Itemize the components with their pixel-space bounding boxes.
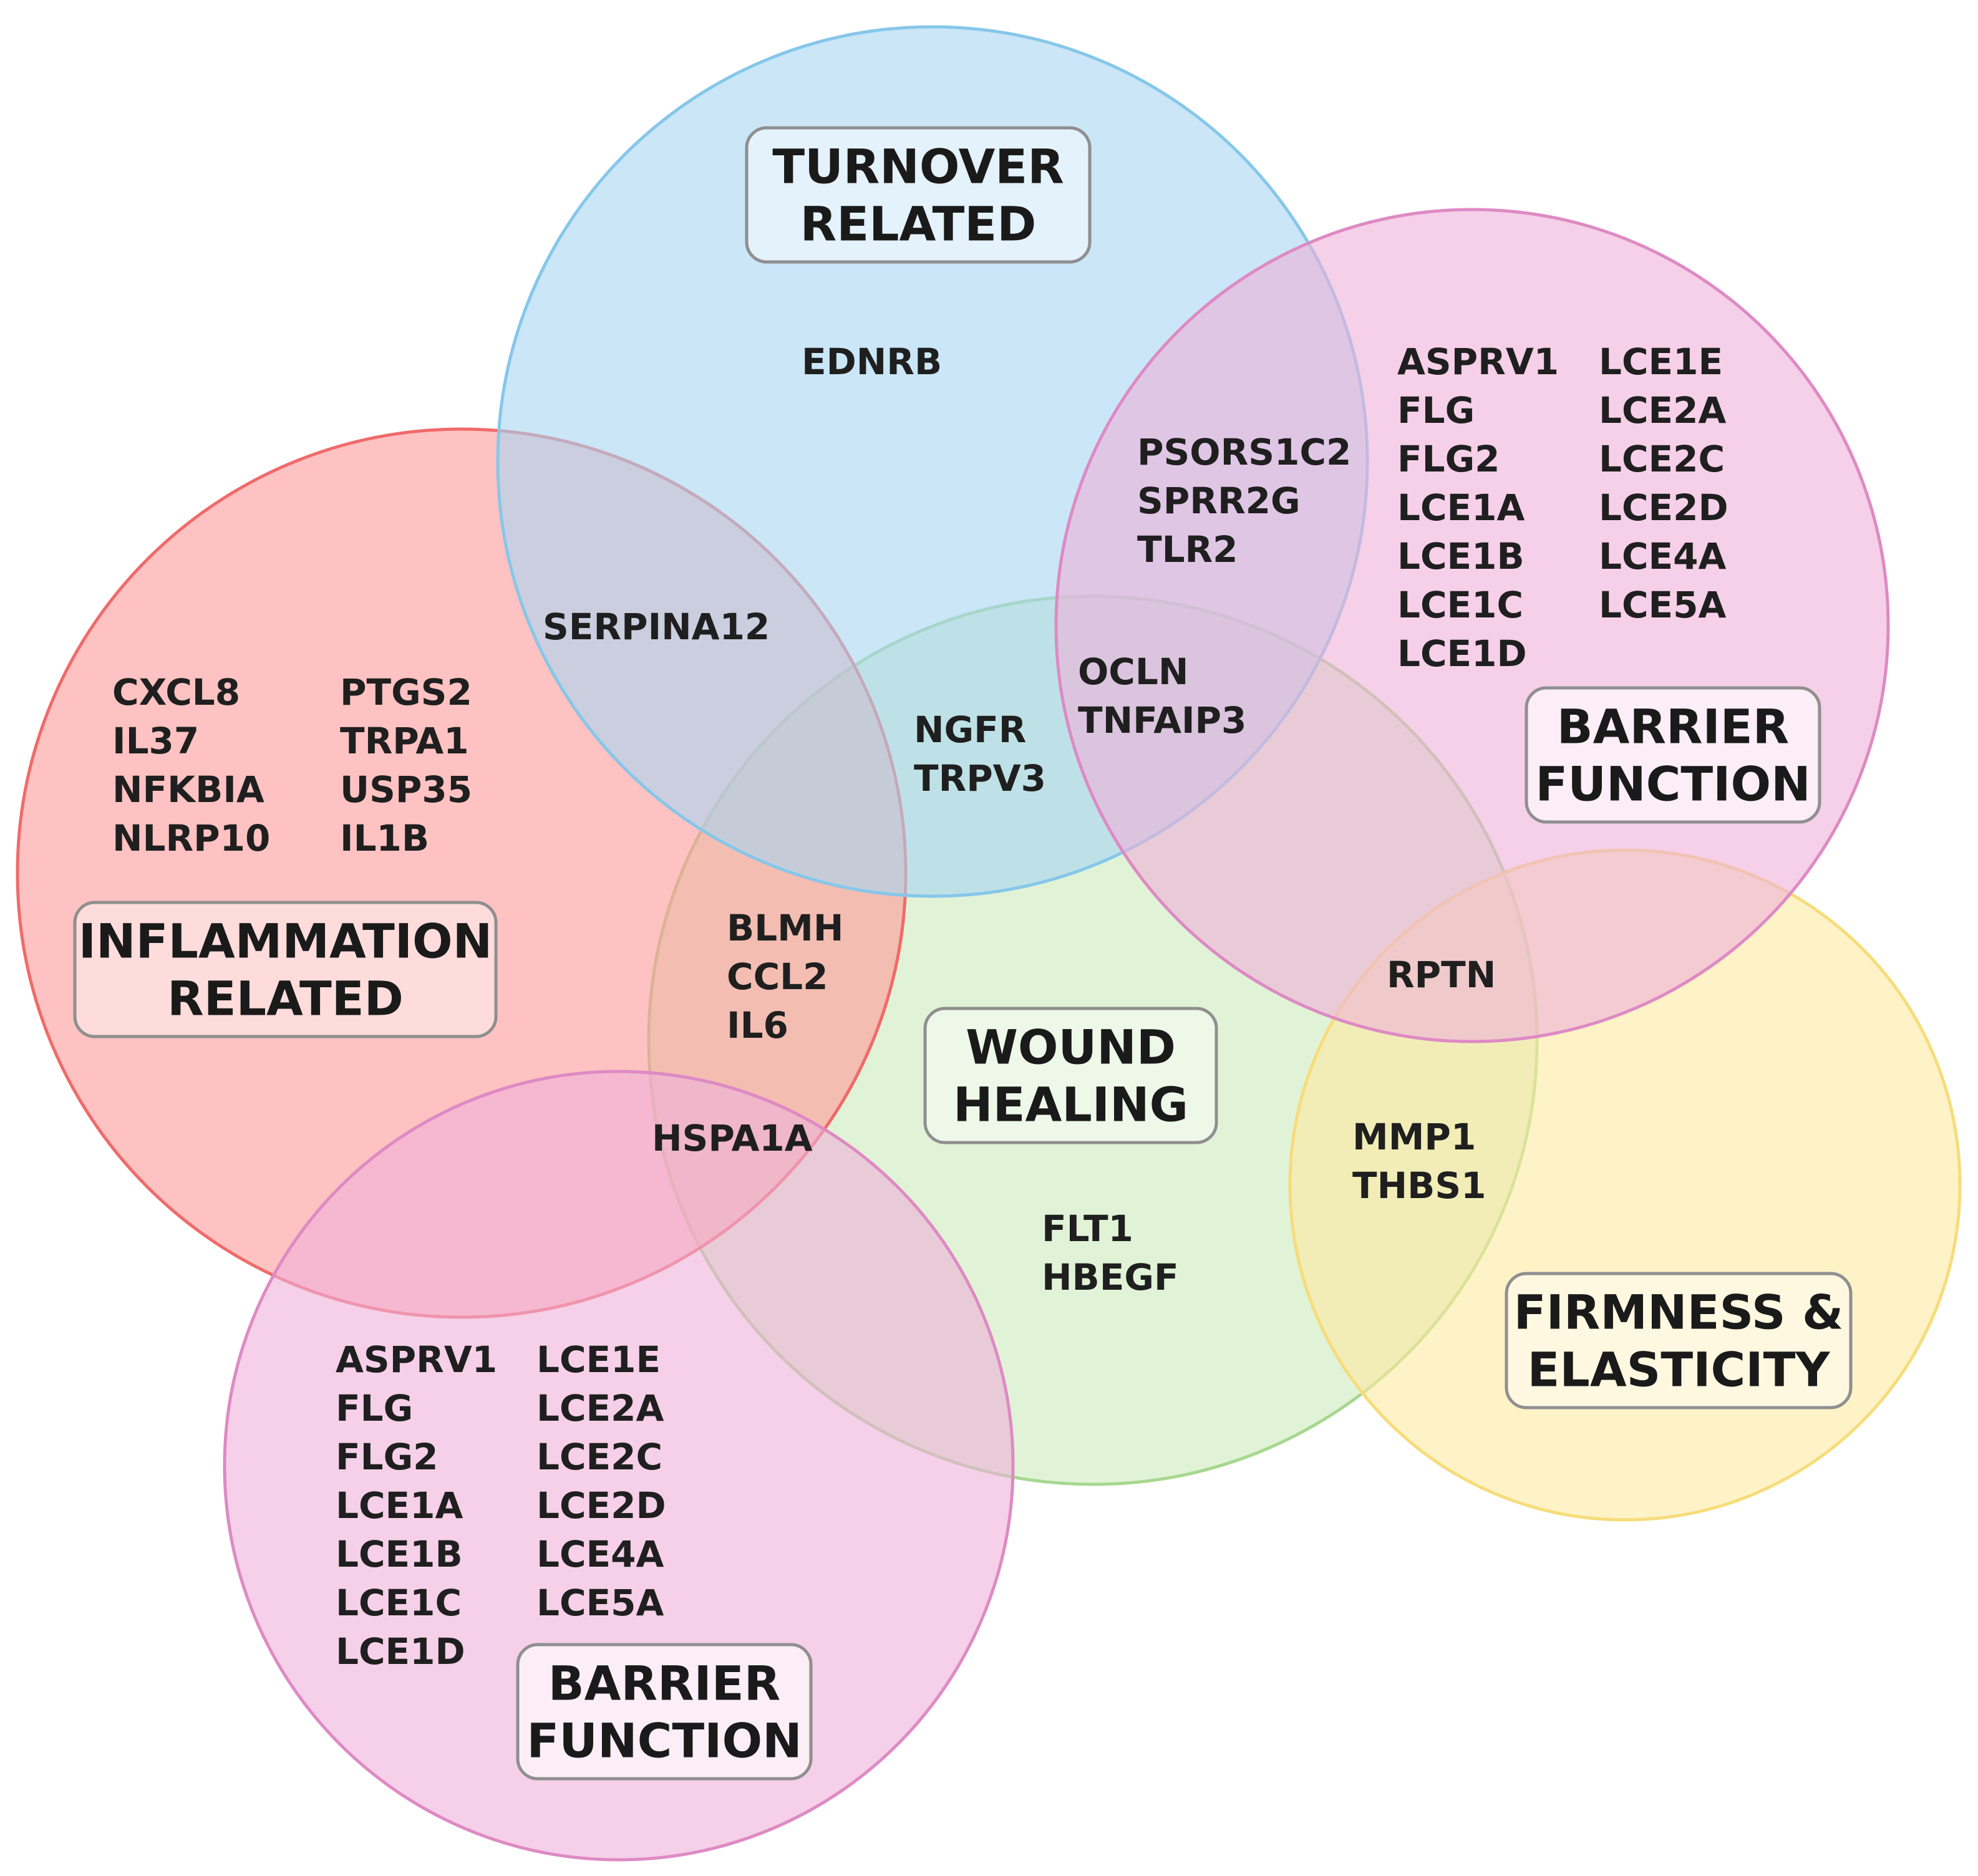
label-firmness: FIRMNESS &ELASTICITY (1505, 1272, 1853, 1409)
gene-label: NFKBIA (112, 768, 264, 811)
label-line: BARRIER (1557, 699, 1790, 755)
gene-label: RPTN (1387, 954, 1496, 996)
region-turnover-inflammation-wound: NGFR TRPV3 (914, 708, 1046, 800)
gene-label: IL6 (727, 1004, 788, 1047)
gene-label: LCE1E (536, 1338, 661, 1381)
label-line: ELASTICITY (1528, 1342, 1831, 1398)
gene-label: LCE4A (1599, 535, 1727, 578)
gene-label: FLT1 (1042, 1207, 1133, 1250)
label-line: INFLAMMATION (79, 914, 493, 969)
region-turnover-inflammation: SERPINA12 (543, 606, 770, 648)
gene-label: LCE5A (1599, 584, 1727, 626)
gene-label: LCE1A (336, 1484, 463, 1527)
label-box (745, 126, 1092, 264)
label-line: BARRIER (548, 1656, 781, 1711)
label-box (1505, 1272, 1853, 1409)
label-line: HEALING (953, 1077, 1188, 1133)
gene-label: LCE1C (336, 1582, 462, 1624)
gene-label: HBEGF (1042, 1256, 1179, 1298)
gene-label: CCL2 (727, 955, 828, 998)
gene-label: LCE1D (336, 1630, 465, 1673)
category-labels: TURNOVERRELATEDBARRIERFUNCTIONINFLAMMATI… (73, 126, 1853, 1781)
gene-label: TRPV3 (914, 757, 1046, 800)
label-line: FIRMNESS & (1514, 1285, 1844, 1340)
gene-label: TRPA1 (340, 720, 469, 762)
gene-label: CXCL8 (112, 671, 240, 713)
label-line: RELATED (800, 196, 1037, 252)
gene-label: BLMH (727, 907, 843, 949)
region-turnover-barrier-top-wound: OCLN TNFAIP3 (1078, 650, 1246, 742)
gene-label: ASPRV1 (1397, 341, 1559, 383)
gene-label: NGFR (914, 708, 1026, 751)
label-line: TURNOVER (772, 139, 1064, 195)
gene-label: LCE1B (1397, 535, 1525, 578)
gene-label: ASPRV1 (336, 1338, 497, 1381)
label-line: FUNCTION (526, 1713, 802, 1769)
region-inflammation-wound-barrier-bottom: HSPA1A (652, 1117, 813, 1159)
gene-label: TNFAIP3 (1078, 699, 1246, 742)
gene-label: THBS1 (1352, 1164, 1486, 1207)
gene-label: OCLN (1078, 650, 1188, 693)
gene-label: LCE2D (536, 1484, 666, 1527)
gene-label: FLG2 (1397, 438, 1500, 480)
gene-label: TLR2 (1137, 528, 1238, 571)
gene-label: LCE1D (1397, 632, 1527, 675)
gene-label: LCE1B (336, 1533, 463, 1575)
gene-label: LCE5A (536, 1582, 664, 1624)
gene-label: LCE2A (1599, 389, 1727, 432)
label-box (923, 1007, 1218, 1144)
gene-label: IL37 (112, 720, 199, 762)
gene-label: FLG (336, 1387, 413, 1429)
label-line: FUNCTION (1535, 757, 1810, 812)
gene-label: LCE2C (536, 1436, 662, 1478)
gene-label: LCE1A (1397, 486, 1525, 529)
label-box (516, 1643, 813, 1781)
gene-label: USP35 (340, 768, 472, 811)
gene-label: SERPINA12 (543, 606, 770, 648)
gene-label: FLG2 (336, 1436, 439, 1478)
gene-label: IL1B (340, 817, 429, 859)
gene-label: HSPA1A (652, 1117, 813, 1159)
circle-barrier-bottom (223, 1070, 1015, 1862)
gene-label: LCE2D (1599, 486, 1728, 529)
label-box (73, 901, 498, 1038)
gene-label: PTGS2 (340, 671, 472, 713)
gene-lists: EDNRBPSORS1C2SPRR2GTLR2ASPRV1FLGFLG2LCE1… (112, 341, 1728, 1673)
gene-label: LCE1C (1397, 584, 1523, 626)
gene-label: FLG (1397, 389, 1475, 432)
region-barrier-top-wound-firmness: RPTN (1387, 954, 1496, 996)
label-line: WOUND (966, 1020, 1176, 1075)
gene-label: SPRR2G (1137, 480, 1301, 522)
gene-label: LCE1E (1599, 341, 1723, 383)
gene-label: LCE2C (1599, 438, 1725, 480)
gene-label: LCE4A (536, 1533, 664, 1575)
gene-label: NLRP10 (112, 817, 270, 859)
gene-label: PSORS1C2 (1137, 431, 1351, 473)
circle-barrier-top (1054, 208, 1890, 1043)
gene-label: EDNRB (802, 341, 942, 383)
region-turnover: EDNRB (802, 341, 942, 383)
label-line: RELATED (167, 971, 404, 1027)
gene-label: LCE2A (536, 1387, 664, 1429)
gene-label: MMP1 (1352, 1116, 1476, 1158)
label-box (1525, 686, 1821, 824)
